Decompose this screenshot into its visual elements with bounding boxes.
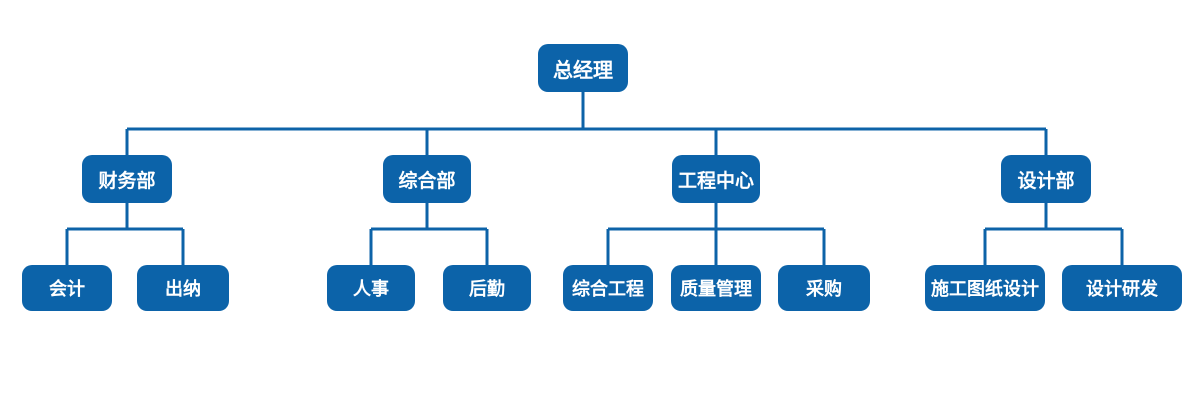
org-node-finance-dept: 财务部	[82, 155, 172, 203]
org-node-procurement: 采购	[778, 265, 870, 311]
org-node-quality-management: 质量管理	[671, 265, 761, 311]
org-node-cashier: 出纳	[137, 265, 229, 311]
org-node-general-manager: 总经理	[538, 44, 628, 92]
org-node-general-dept: 综合部	[383, 155, 471, 203]
org-node-logistics: 后勤	[443, 265, 531, 311]
org-node-design-rd: 设计研发	[1062, 265, 1182, 311]
org-node-construction-drawing-design: 施工图纸设计	[925, 265, 1045, 311]
org-node-engineering-center: 工程中心	[672, 155, 760, 203]
org-node-design-dept: 设计部	[1001, 155, 1091, 203]
org-node-general-engineering: 综合工程	[563, 265, 653, 311]
org-node-hr: 人事	[327, 265, 415, 311]
org-node-accounting: 会计	[22, 265, 112, 311]
connector-group	[65, 92, 1124, 266]
